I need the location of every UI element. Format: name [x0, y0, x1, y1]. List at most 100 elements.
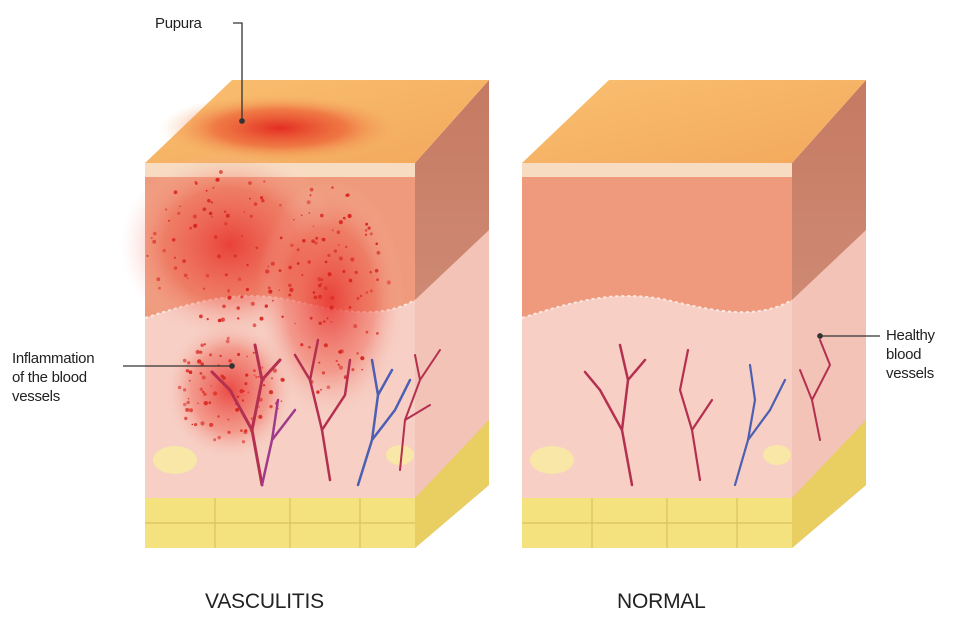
- inflammation-dot: [302, 239, 305, 242]
- inflammation-dot: [211, 385, 213, 387]
- inflammation-dot: [387, 280, 391, 284]
- inflammation-dot: [213, 391, 217, 395]
- inflammation-dot: [221, 375, 224, 378]
- inflammation-dot: [370, 289, 373, 292]
- inflammation-dot: [152, 240, 156, 244]
- inflammation-dot: [192, 424, 194, 426]
- inflammation-dot: [293, 219, 295, 221]
- inflammation-dot: [281, 400, 283, 402]
- inflammation-dot: [200, 421, 204, 425]
- inflammation-dot: [345, 246, 347, 248]
- inflammation-dot: [300, 343, 303, 346]
- inflammation-dot: [244, 429, 247, 432]
- inflammation-dot: [204, 401, 208, 405]
- inflammation-dot: [361, 369, 363, 371]
- purpura-label: Pupura: [155, 14, 202, 33]
- inflammation-dot: [186, 369, 189, 372]
- inflammation-dot: [234, 254, 237, 257]
- inflammation-dot: [246, 288, 249, 291]
- inflammation-dot: [320, 283, 322, 285]
- inflammation-dot: [365, 229, 368, 232]
- inflammation-dot: [339, 256, 343, 260]
- inflammation-dot: [327, 254, 330, 257]
- inflammation-dot: [224, 222, 227, 225]
- inflammation-dot: [353, 324, 357, 328]
- inflammation-dot: [203, 288, 205, 290]
- inflammation-dot: [342, 270, 345, 273]
- inflammation-dot: [336, 360, 338, 362]
- inflammation-dot: [279, 204, 282, 207]
- inflammation-dot: [227, 431, 230, 434]
- inflammation-dot: [184, 274, 188, 278]
- inflammation-dot: [172, 238, 176, 242]
- inflammation-dot: [203, 393, 205, 395]
- inflammation-dot: [153, 232, 157, 236]
- inflammation-dot: [327, 385, 331, 389]
- inflammation-dot: [253, 369, 256, 372]
- inflammation-dot: [220, 355, 222, 357]
- normal-caption: NORMAL: [617, 590, 706, 614]
- inflammation-dot: [369, 271, 372, 274]
- inflammation-dot: [199, 315, 203, 319]
- inflammation-dot: [258, 376, 260, 378]
- inflammation-dot: [346, 193, 349, 196]
- inflammation-dot: [201, 344, 204, 347]
- inflammation-dot: [222, 305, 226, 309]
- inflammation-dot: [197, 359, 201, 363]
- inflammation-dot: [377, 251, 381, 255]
- inflammation-dot: [202, 391, 204, 393]
- inflammation-dot: [355, 271, 358, 274]
- inflammation-dot: [196, 350, 200, 354]
- epidermis-layer: [522, 163, 792, 177]
- inflammation-dot: [224, 210, 227, 213]
- inflammation-dot: [334, 250, 337, 253]
- inflammation-dot: [174, 257, 176, 259]
- inflammation-dot: [182, 259, 186, 263]
- inflammation-dot: [368, 227, 371, 230]
- inflammation-dot: [255, 376, 257, 378]
- inflammation-dot: [212, 187, 214, 189]
- inflammation-dot: [327, 317, 329, 319]
- inflammation-dot: [209, 353, 212, 356]
- inflammation-dot: [217, 436, 221, 440]
- inflammation-dot: [324, 286, 328, 290]
- inflammation-dot: [316, 390, 319, 393]
- inflammation-dot: [225, 273, 228, 276]
- inflammation-dot: [208, 401, 211, 404]
- inflammation-dot: [268, 290, 272, 294]
- inflammation-dot: [183, 359, 187, 363]
- inflammation-label: Inflammation of the blood vessels: [12, 349, 94, 406]
- inflammation-dot: [297, 262, 300, 265]
- inflammation-dot: [249, 198, 251, 200]
- inflammation-dot: [246, 356, 248, 358]
- inflammation-dot: [366, 291, 369, 294]
- inflammation-dot: [320, 214, 324, 218]
- inflammation-dot: [239, 389, 243, 393]
- inflammation-dot: [351, 368, 354, 371]
- purpura-spot: [160, 94, 400, 162]
- vasculitis-caption: VASCULITIS: [205, 590, 324, 614]
- inflammation-dot: [183, 388, 186, 391]
- inflammation-dot: [247, 392, 249, 394]
- inflammation-dot: [322, 371, 325, 374]
- inflammation-dot: [240, 296, 243, 299]
- inflammation-dot: [375, 243, 378, 246]
- inflammation-dot: [348, 214, 352, 218]
- inflammation-dot: [187, 401, 190, 404]
- inflammation-dot: [151, 237, 153, 239]
- inflammation-dot: [204, 343, 206, 345]
- inflammation-dot: [301, 215, 303, 217]
- inflammation-dot: [228, 359, 231, 362]
- inflammation-dot: [206, 274, 210, 278]
- inflammation-dot: [189, 408, 193, 412]
- inflammation-dot: [357, 297, 360, 300]
- inflammation-dot: [365, 223, 368, 226]
- inflammation-dot: [237, 306, 240, 309]
- inflammation-dot: [279, 289, 281, 291]
- inflammation-dot: [360, 295, 362, 297]
- inflammation-dot: [325, 261, 328, 264]
- inflammation-dot: [226, 340, 230, 344]
- inflammation-dot: [313, 291, 316, 294]
- inflammation-dot: [174, 266, 177, 269]
